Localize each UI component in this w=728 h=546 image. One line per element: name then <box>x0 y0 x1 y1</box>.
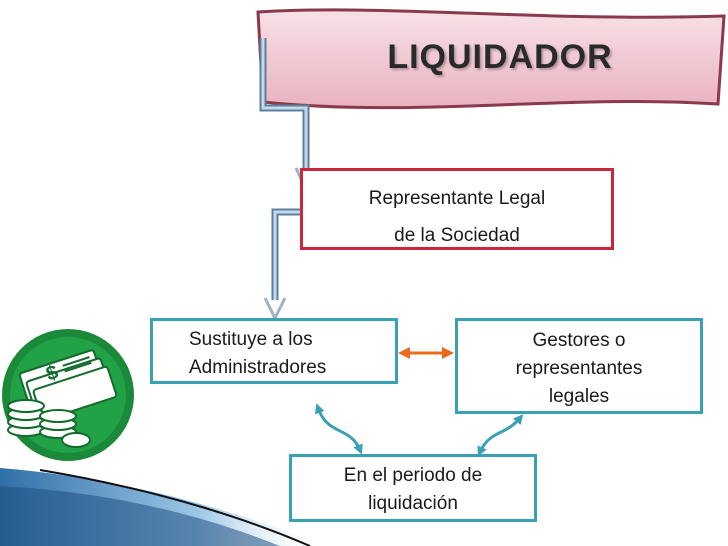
node-legal-representative: Representante Legal de la Sociedad <box>300 168 614 250</box>
node-managers: Gestores o representantes legales <box>455 318 703 414</box>
node-legal-line-1: Representante Legal <box>368 188 546 209</box>
money-stack-icon: $ <box>2 329 134 461</box>
node-period-line-1: En el periodo de <box>343 465 483 486</box>
decorative-streak <box>0 468 330 546</box>
curved-arrow-right <box>477 414 524 457</box>
node-legal-line-2: de la Sociedad <box>394 225 520 246</box>
node-managers-line-3: legales <box>548 386 610 407</box>
node-period-line-2: liquidación <box>368 493 458 514</box>
title-banner <box>256 8 726 110</box>
connector-legal-to-substitute <box>263 208 300 322</box>
node-managers-line-2: representantes <box>515 358 643 379</box>
node-substitute-line-1: Sustituye a los <box>189 329 313 350</box>
node-liquidation-period: En el periodo de liquidación <box>289 454 537 522</box>
node-substitute-line-2: Administradores <box>189 357 327 378</box>
page-title: LIQUIDADOR <box>387 38 613 76</box>
node-substitute-administrators: Sustituye a los Administradores <box>150 318 398 384</box>
node-managers-line-1: Gestores o <box>532 330 626 351</box>
curved-arrow-left <box>314 403 363 455</box>
